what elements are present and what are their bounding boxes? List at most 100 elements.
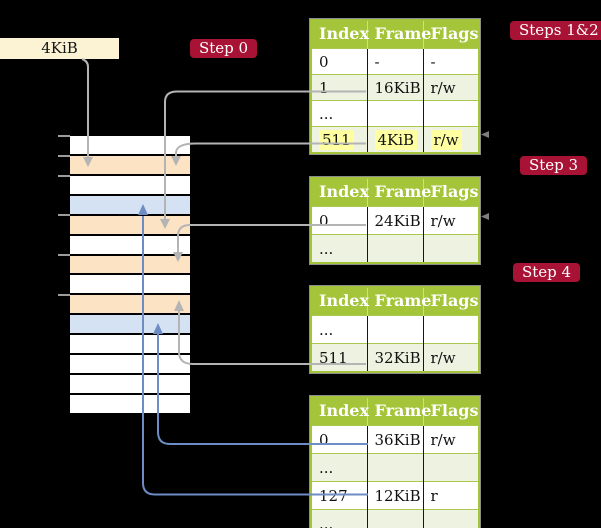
column-header-frame: Frame: [367, 287, 431, 316]
table-cell: [367, 509, 424, 528]
step4-badge: Step 4: [513, 263, 581, 282]
column-header-frame: Frame: [367, 20, 431, 49]
table-cell: ...: [311, 509, 368, 528]
step0-badge: Step 0: [190, 39, 258, 58]
column-header-frame: Frame: [367, 397, 431, 426]
table-cell: r: [423, 481, 479, 510]
table-cell: r/w: [423, 425, 479, 454]
table-cell: [423, 453, 479, 482]
table-cell: [423, 100, 479, 127]
table-cell: [423, 234, 479, 263]
memory-row-page: [70, 315, 190, 334]
column-header-flags: Flags: [423, 397, 479, 426]
highlighted-value: 511: [319, 129, 354, 150]
memory-row-plain: [70, 335, 190, 354]
memory-tick: [58, 155, 70, 157]
table-cell: 0: [311, 425, 368, 454]
memory-row-plain: [70, 394, 190, 413]
arrow-stub-left: [481, 131, 489, 138]
table-cell: 511: [311, 343, 368, 372]
memory-tick: [58, 175, 70, 177]
table-row: ...: [311, 509, 479, 528]
table-cell: [423, 509, 479, 528]
table-row: ...: [311, 234, 479, 263]
memory-row-plain: [70, 235, 190, 254]
frame-size-label: 4KiB: [0, 38, 119, 59]
table-cell: 0: [311, 206, 368, 235]
column-header-index: Index: [311, 397, 369, 426]
column-header-flags: Flags: [423, 178, 479, 207]
memory-row-plain: [70, 175, 190, 194]
table-cell: ...: [311, 315, 368, 344]
table-cell: 32KiB: [367, 343, 424, 372]
table-cell: r/w: [423, 206, 479, 235]
highlighted-value: r/w: [430, 129, 462, 150]
column-header-index: Index: [311, 178, 369, 207]
column-header-flags: Flags: [423, 20, 479, 49]
table-cell: ...: [311, 100, 368, 127]
table-cell: [367, 234, 424, 263]
memory-row-table: [70, 215, 190, 234]
table-cell: 511: [311, 126, 368, 153]
table-row: ...: [311, 100, 479, 127]
table-cell: 1: [311, 74, 368, 101]
table-cell: 36KiB: [367, 425, 424, 454]
column-header-index: Index: [311, 287, 369, 316]
table-cell: 4KiB: [367, 126, 424, 153]
column-header-index: Index: [311, 20, 369, 49]
step3-badge: Step 3: [520, 156, 588, 175]
memory-row-plain: [70, 275, 190, 294]
memory-row-plain: [70, 355, 190, 374]
memory-row-table: [70, 255, 190, 274]
memory-row-table: [70, 155, 190, 174]
table-cell: r/w: [423, 343, 479, 372]
memory-tick: [58, 135, 70, 137]
table-cell: ...: [311, 453, 368, 482]
memory-tick: [58, 254, 70, 256]
table-row: ...: [311, 453, 479, 482]
table-cell: [423, 315, 479, 344]
table-cell: 24KiB: [367, 206, 424, 235]
table-cell: [367, 315, 424, 344]
column-header-frame: Frame: [367, 178, 431, 207]
memory-tick: [58, 294, 70, 296]
table-cell: r/w: [423, 74, 479, 101]
table-cell: -: [367, 48, 424, 75]
memory-tick: [58, 214, 70, 216]
table-cell: [367, 100, 424, 127]
table-cell: 127: [311, 481, 368, 510]
table-cell: ...: [311, 234, 368, 263]
memory-row-plain: [70, 375, 190, 393]
table-cell: 0: [311, 48, 368, 75]
table-cell: 12KiB: [367, 481, 424, 510]
steps12-badge: Steps 1&2: [510, 21, 601, 40]
table-cell: 16KiB: [367, 74, 424, 101]
table-row: 0--: [311, 48, 479, 75]
column-header-flags: Flags: [423, 287, 479, 316]
table-cell: r/w: [423, 126, 479, 153]
table-cell: -: [423, 48, 479, 75]
highlighted-value: 4KiB: [374, 129, 418, 150]
memory-row-page: [70, 195, 190, 214]
table-row: ...: [311, 315, 479, 344]
table-cell: [367, 453, 424, 482]
memory-row-plain: [70, 136, 190, 154]
memory-row-table: [70, 295, 190, 314]
